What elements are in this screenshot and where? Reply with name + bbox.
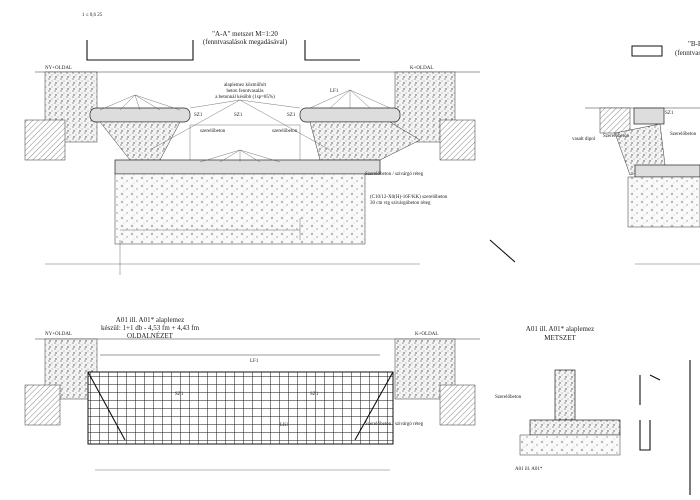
rebar-diagonal [87, 371, 394, 441]
label-sz1: SZ1 [194, 113, 203, 118]
beam-left [89, 107, 191, 123]
label-sz1: SZ1 [287, 113, 296, 118]
rebar-shape [639, 374, 661, 405]
label: SZ1 [665, 111, 674, 116]
base-slab [114, 159, 381, 175]
section-aa: 1 ≤ 0,6 25 "A-A" metszet M=1:20 (fenntva… [24, 13, 516, 275]
detail-view-label: METSZET [544, 334, 576, 342]
elevation-view-label: OLDALNÉZET [127, 332, 174, 340]
label-szerelobeton: szerelőbeton [272, 129, 298, 134]
label: Szerelőbeton [670, 132, 697, 137]
section-bb-title: "B-B" m [688, 40, 700, 48]
section-bb: "B-B" m (fenntvasal vasalt dipol Szerelő… [572, 40, 700, 265]
hatched-foundation-left [24, 384, 61, 426]
label: vasalt dipol [572, 137, 596, 142]
section-aa-title: "A-A" metszet M=1:20 [212, 30, 278, 38]
beam-right [299, 107, 401, 123]
label-layer: Szerelőbeton / szivárgó réteg [365, 422, 424, 427]
concrete-right [309, 121, 421, 161]
concrete-left [99, 121, 181, 161]
label: A01 ill. A01* [515, 467, 543, 472]
label-layer: Szerelőbeton / szivárgó réteg [365, 172, 424, 177]
slab-section [529, 419, 621, 436]
void [189, 124, 301, 166]
side-label-left: NY+OLDAL [45, 332, 72, 337]
elevation-view: A01 ill. A01* alaplemez készül: 1+1 db -… [24, 316, 480, 471]
label-sz1: SZ1 [234, 113, 243, 118]
elevation-title: A01 ill. A01* alaplemez [116, 316, 184, 324]
label: Szerelőbeton [495, 395, 522, 400]
side-label-left: NY+OLDAL [45, 66, 72, 71]
rebar-shape [489, 239, 516, 263]
note-line: alaplemez közműfolt [224, 83, 267, 88]
base-slab [634, 164, 700, 178]
label-szerelobeton: szerelőbeton [200, 129, 226, 134]
bottom-note: 30 cm vtg szivárgóbeton réteg [370, 201, 431, 206]
label-lk1: LK1 [280, 423, 290, 428]
label-sz1: SZ1 [310, 392, 319, 397]
rebar-shape [639, 420, 651, 451]
label-lf1: LF1 [330, 89, 339, 94]
leader-fan [199, 149, 281, 163]
side-label-right: K+OLDAL [410, 66, 433, 71]
label-sz1: SZ1 [175, 392, 184, 397]
beam [633, 107, 665, 125]
detail-title: A01 ill. A01* alaplemez [526, 325, 594, 333]
label-lf1: LF1 [250, 359, 259, 364]
leader-fan [99, 94, 181, 111]
gravel-layer [519, 434, 621, 456]
top-tag: 1 ≤ 0,6 25 [82, 13, 103, 18]
bottom-note: (C10/12-X0(H)-16F/KK) szerelőbeton [370, 195, 448, 200]
rebar-shape [86, 40, 194, 61]
leader-lines [149, 99, 331, 151]
section-bb-subtitle: (fenntvasal [675, 49, 700, 57]
hatched-foundation [599, 107, 631, 134]
gravel-layer [114, 173, 366, 245]
elevation-subtitle: készül: 1+1 db - 4,53 fm + 4,43 fm [101, 324, 200, 332]
side-label-right: K+OLDAL [415, 332, 438, 337]
leader-fan [309, 89, 391, 109]
hatched-foundation-left [24, 119, 66, 161]
section-aa-subtitle: (fenntvasalások megadásával) [203, 38, 288, 46]
rebar-mesh [87, 371, 394, 445]
detail-section: A01 ill. A01* alaplemez METSZET Szerelőb… [495, 325, 691, 495]
hatched-foundation-right [439, 119, 476, 161]
wall-section [554, 369, 576, 421]
note-line: a betonnál később (1sp=85%) [215, 95, 275, 100]
label: Szerelőbeton [603, 134, 630, 139]
gravel-layer [627, 176, 700, 228]
rebar-shape [631, 45, 663, 57]
note-line: beton fenntvasalás [226, 89, 263, 94]
rebar-shape [304, 40, 360, 61]
hatched-foundation-right [439, 384, 476, 426]
